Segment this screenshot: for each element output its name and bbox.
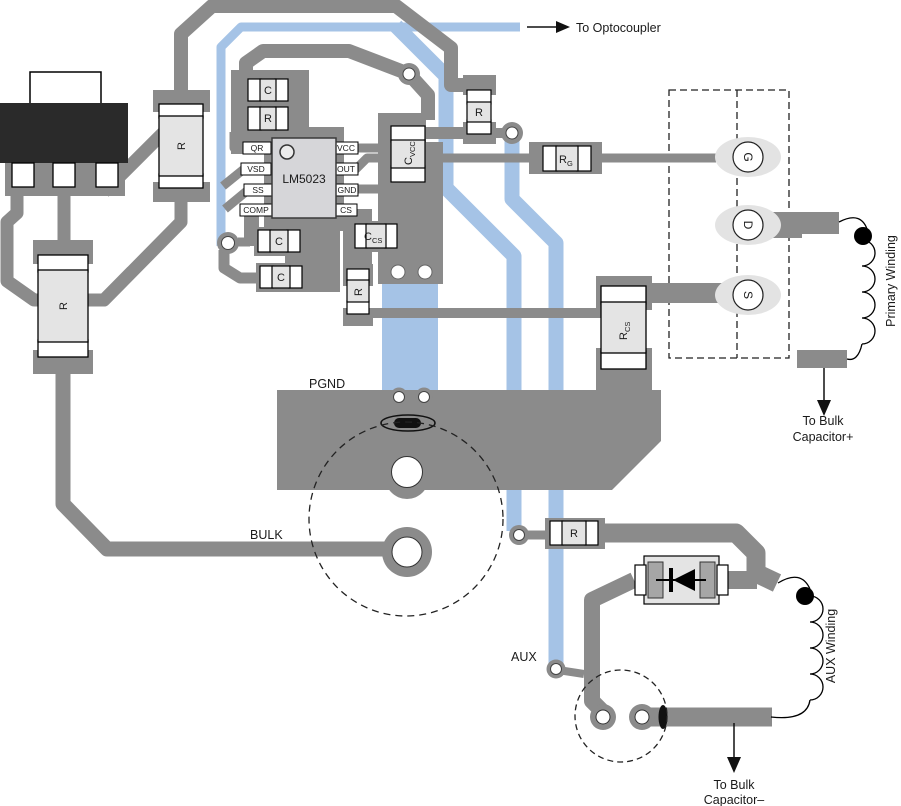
primary-winding-label: Primary Winding [884,235,898,327]
resistor-label: R [353,288,365,296]
mosfet-pads: G D S [715,137,781,315]
resistor-label: R [570,528,578,540]
aux-winding-label: AUX Winding [824,609,838,683]
via-holes [221,67,650,725]
cvcc-label: CVCC [403,141,417,165]
pgnd-label: PGND [309,377,345,391]
pin-label-vcc: VCC [337,143,355,153]
capacitor-mid-2: C [259,265,303,289]
pin-label-ss: SS [252,185,264,195]
capacitor-label: C [277,272,285,284]
diode-symbol-icon [656,568,706,592]
capacitor-label: C [264,85,272,97]
bulk-minus-arrowhead-icon [727,757,741,773]
drain-pad-label: D [741,221,755,230]
pin-label-cs: CS [340,205,352,215]
resistor-top-right: R [466,89,492,135]
pin-label-out: OUT [337,164,355,174]
primary-winding [838,217,876,361]
pin-label-qr: QR [251,143,264,153]
black-package [0,71,128,188]
source-pad-label: S [741,291,755,299]
to-bulk-plus-label-1: To Bulk [803,414,845,428]
aux-keepout-circle [574,669,668,763]
aux-marker-pill [658,705,668,729]
resistor-mid-left: R [158,103,204,189]
annotation-arrows [527,21,831,773]
ccs-label: CCS [364,231,382,245]
annotation-labels: To Optocoupler PGND BULK AUX To Bulk Cap… [250,21,898,806]
trace-aux-top [600,523,782,592]
package-tab [29,71,102,105]
capacitor-top: C [247,78,289,102]
aux-polarity-dot [796,587,814,605]
ic-part-number: LM5023 [282,172,326,186]
aux-diode [634,555,729,605]
resistor-cs-filter: R [346,268,370,315]
primary-polarity-dot [854,227,872,245]
resistor-label: R [264,113,272,125]
bulk-plus-arrowhead-icon [817,400,831,416]
pin1-marker-icon [279,144,295,160]
aux-winding-coil [770,576,824,719]
pin-label-vsd: VSD [247,164,264,174]
pgnd-hole [391,456,423,488]
trace-inner-arc [239,44,435,120]
pgnd-marker [380,414,436,432]
trace-via1-c2 [218,250,258,284]
package-lead-2 [52,162,76,188]
lm5023-ic: LM5023 QR VSD SS COMP VCC OUT GND CS [239,137,359,219]
aux-hole-2 [634,709,650,725]
trace-outer-arc [174,0,470,106]
package-lead-3 [95,162,119,188]
to-bulk-minus-label-2: Capacitor– [704,793,764,806]
resistor-bottom-left: R [37,254,89,358]
capacitor-label: C [275,236,283,248]
rg-label: RG [559,154,573,168]
aux-hole-1 [595,709,611,725]
aux-label: AUX [511,650,537,664]
capacitor-ccs: CCS [354,223,398,249]
bulk-hole [391,536,423,568]
bulk-keepout-circle [308,421,504,617]
rcs-label: RCS [618,322,632,340]
gate-pad-label: G [741,152,755,161]
resistor-top: R [247,106,289,131]
bottom-plane-center [382,280,438,392]
bottom-trace-a [390,20,522,531]
optocoupler-arrowhead-icon [556,21,570,33]
trace-left-loop [0,186,188,307]
package-lead-1 [11,162,35,188]
to-bulk-plus-label-2: Capacitor+ [793,430,854,444]
resistor-rcs: RCS [600,285,647,370]
to-bulk-minus-label-1: To Bulk [714,778,756,792]
resistor-label: R [475,107,483,119]
bottom-layer-traces [216,20,564,666]
bulk-label: BULK [250,528,283,542]
resistor-rg: RG [542,145,592,172]
trace-bulk-run [55,370,392,557]
pin-label-comp: COMP [243,205,269,215]
resistor-label: R [176,142,188,150]
to-optocoupler-label: To Optocoupler [576,21,661,35]
pin-label-gnd: GND [338,185,357,195]
resistor-label: R [58,302,70,310]
trace-diode-left [584,572,638,717]
trace-out-to-rg [351,153,546,174]
capacitor-cvcc: CVCC [390,125,426,183]
package-body [0,103,128,163]
capacitor-mid-1: C [257,229,301,253]
resistor-aux-feed: R [549,520,599,546]
optocoupler-trace [216,22,520,246]
